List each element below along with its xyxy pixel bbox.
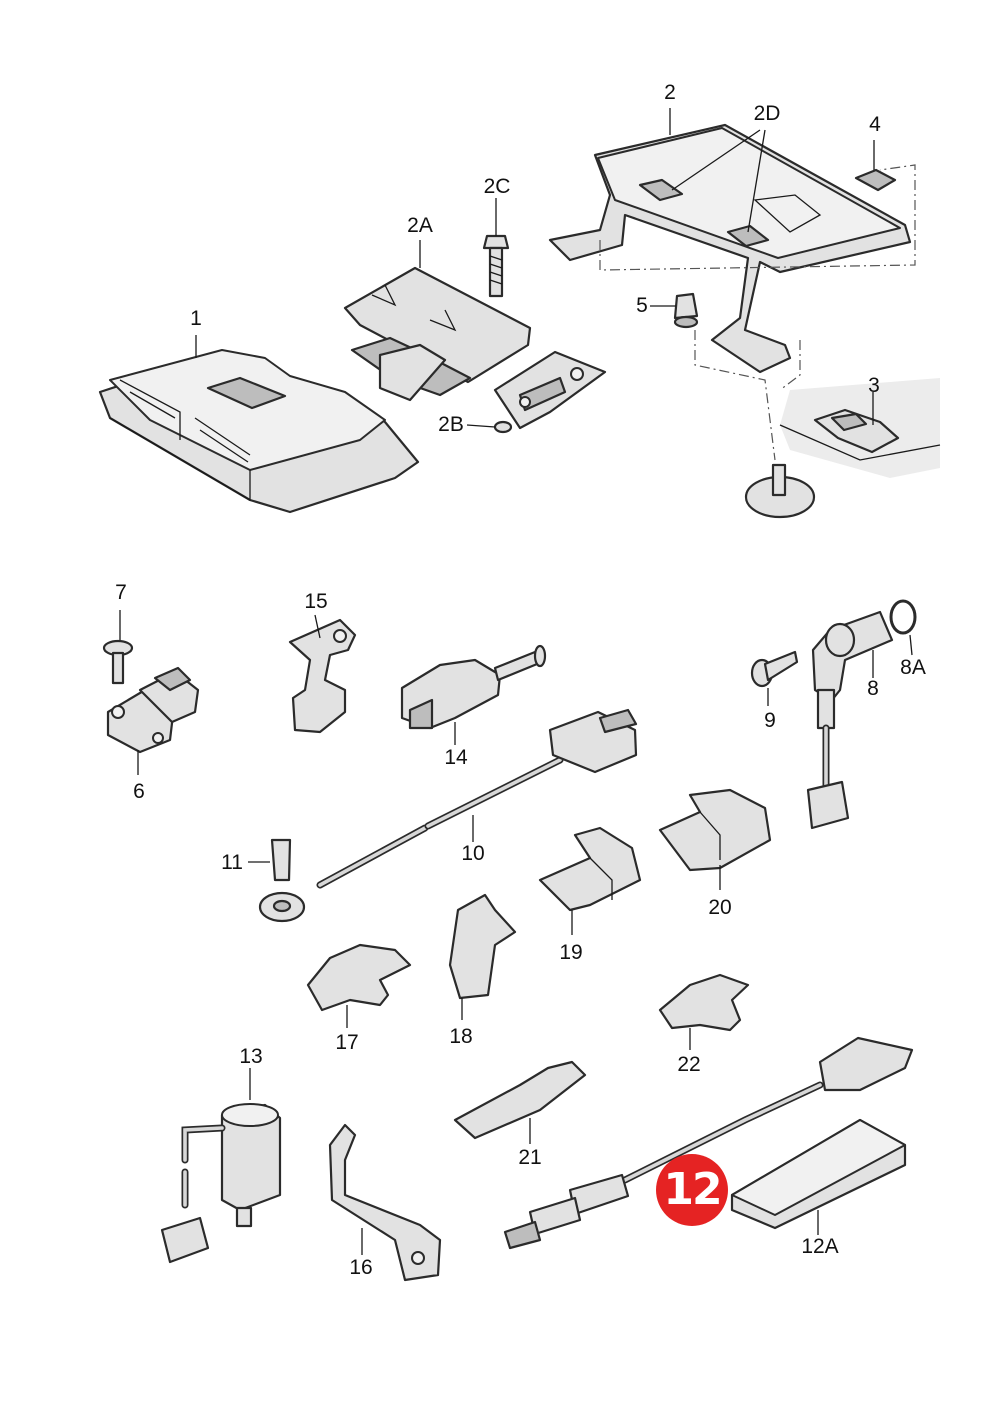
part-11-sensor-body[interactable] [248,838,306,923]
part-15-bracket[interactable] [288,614,357,734]
label-6: 6 [133,780,145,803]
part-5-clip-nut[interactable] [650,292,699,329]
part-3-body-panel[interactable] [779,378,941,478]
part-12a-plate[interactable] [730,1118,907,1235]
label-12a: 12A [801,1235,839,1258]
label-11: 11 [221,851,243,874]
leader-2d-a [671,129,761,191]
label-16: 16 [349,1256,373,1279]
label-2b: 2B [438,413,464,436]
label-19: 19 [559,941,583,964]
part-20-clip[interactable] [658,788,772,890]
label-20: 20 [708,896,732,919]
part-2a-bracket[interactable] [343,266,532,402]
part-8-speed-sensor[interactable] [806,610,894,830]
label-13: 13 [239,1045,263,1068]
leader-2d-b [747,129,766,233]
part-22-clip[interactable] [658,973,750,1050]
part-13-valve[interactable] [160,1068,282,1264]
label-2c: 2C [483,175,511,198]
part-21-clip[interactable] [453,1060,587,1144]
part-12-lambda-probe[interactable] [503,1036,914,1250]
part-4-pad[interactable] [854,140,897,192]
label-4: 4 [869,113,881,136]
part-2c-bolt[interactable] [482,198,510,298]
label-2d: 2D [753,102,781,125]
label-2: 2 [664,81,676,104]
part-2-main-bracket[interactable] [548,123,912,374]
part-1-control-unit[interactable] [98,349,420,514]
part-19-clip[interactable] [538,826,642,935]
label-10: 10 [461,842,485,865]
part-10-cable[interactable] [316,708,638,889]
label-15: 15 [304,590,328,613]
part-18-clip[interactable] [448,893,517,1020]
label-8: 8 [867,677,879,700]
label-9: 9 [764,709,776,732]
part-9-bolt[interactable] [750,650,799,706]
part-7-screw[interactable] [102,610,134,685]
stud-washer[interactable] [744,463,816,519]
label-22: 22 [677,1053,701,1076]
label-14: 14 [444,746,468,769]
label-8a: 8A [900,656,926,679]
part-14-switch[interactable] [400,644,547,745]
label-5: 5 [636,294,648,317]
part-12-highlight-badge[interactable]: 12 [656,1154,728,1226]
part-2b-screw[interactable] [466,420,513,434]
assembly-lines [599,164,916,461]
label-2a: 2A [407,214,433,237]
part-17-clip[interactable] [306,943,412,1028]
label-3: 3 [868,374,880,397]
label-17: 17 [335,1031,359,1054]
label-18: 18 [449,1025,473,1048]
label-7: 7 [115,581,127,604]
part-6-sensor[interactable] [106,666,200,775]
label-21: 21 [518,1146,542,1169]
label-1: 1 [190,307,202,330]
part-8a-o-ring[interactable] [889,599,917,656]
part-16-strap[interactable] [328,1123,442,1282]
part-2a-module[interactable] [493,350,607,430]
